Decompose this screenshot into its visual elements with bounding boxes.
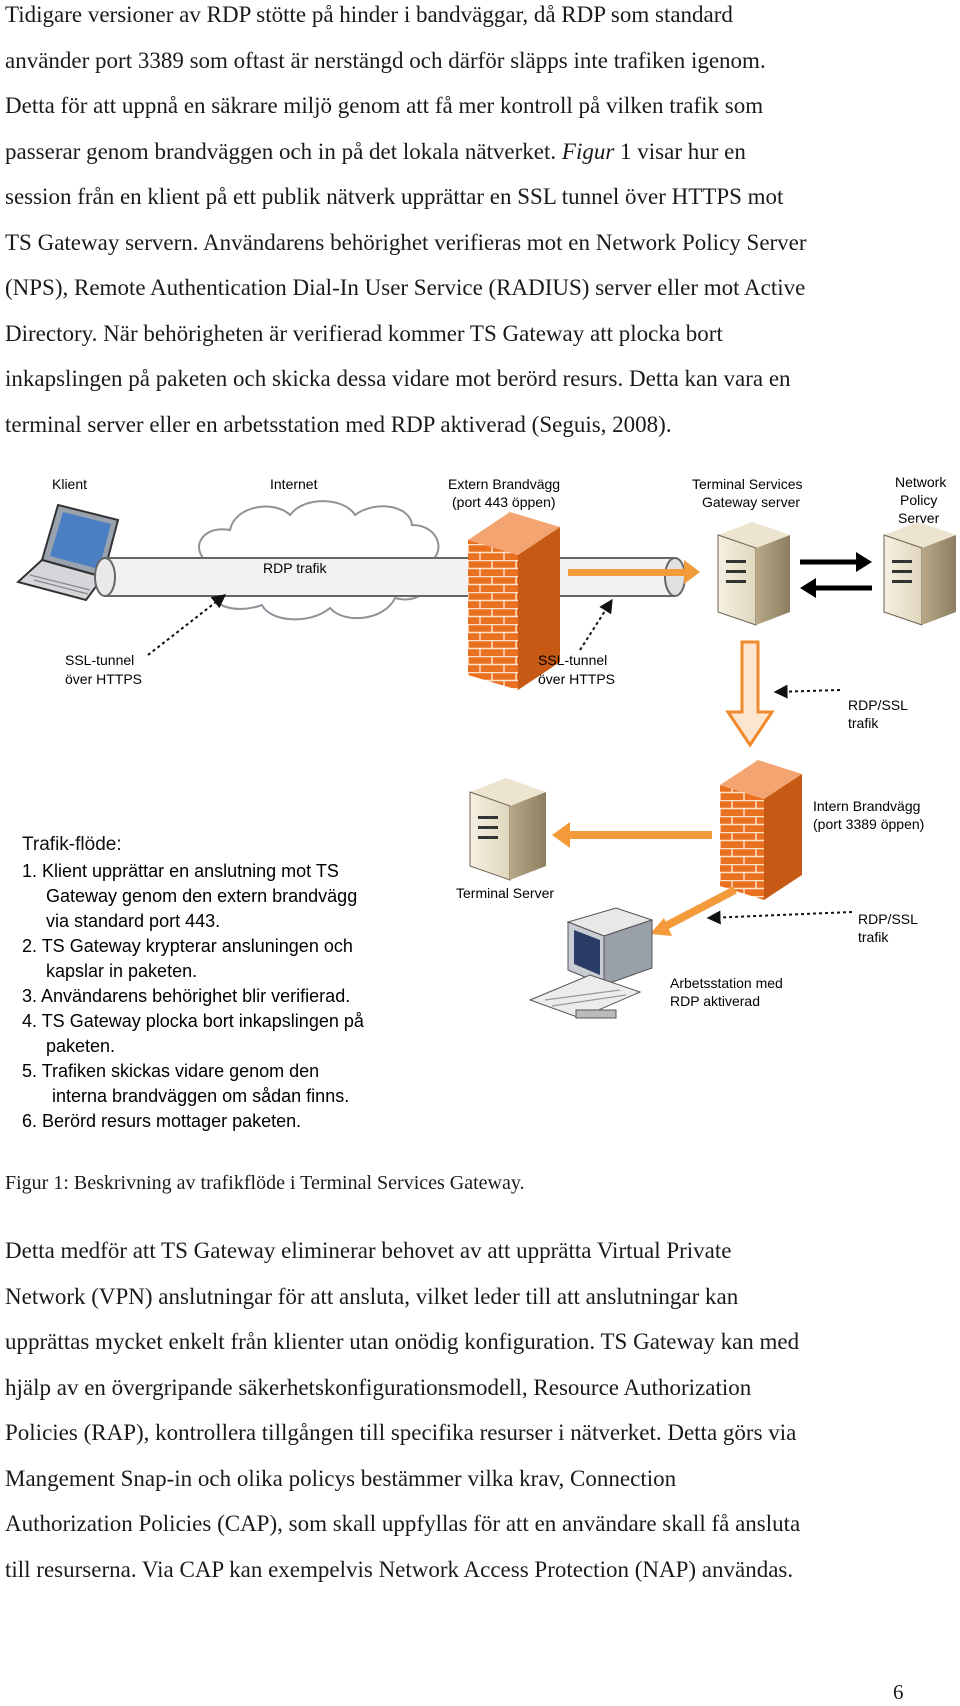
network-diagram: Klient Internet Extern Brandvägg (port 4… [15,474,956,1131]
internal-firewall-port-label: (port 3389 öppen) [813,816,924,832]
figure-reference: Figur [561,138,615,164]
nps-server-icon [883,522,956,626]
internet-label: Internet [270,476,318,492]
paragraph-body: Detta medför att TS Gateway eliminerar b… [5,1228,925,1592]
ssl-tunnel-label-2b: över HTTPS [538,671,615,687]
flow-line: 6. Berörd resurs mottager paketen. [22,1111,301,1131]
terminal-server-label: Terminal Server [456,885,554,901]
text-line: inkapslingen på paketen och skicka dessa… [5,366,791,391]
external-firewall-icon [468,512,560,690]
rdp-ssl-label-2b: trafik [858,929,889,945]
internal-firewall-label: Intern Brandvägg [813,798,920,814]
flow-line: Gateway genom den extern brandvägg [46,886,357,906]
text-line: använder port 3389 som oftast är nerstän… [5,47,766,73]
client-label: Klient [52,476,87,492]
text-line: Detta medför att TS Gateway eliminerar b… [5,1238,732,1263]
figure-caption: Figur 1: Beskrivning av trafikflöde i Te… [5,1172,525,1194]
workstation-label: Arbetsstation med [670,975,783,991]
ssl-tunnel-label-1b: över HTTPS [65,671,142,687]
text-fragment: 1 visar hur en [614,138,746,164]
server-exchange-arrows-icon [800,552,872,598]
text-line: TS Gateway servern. Användarens behörigh… [5,229,807,255]
flow-line: 1. Klient upprättar en anslutning mot TS [22,861,339,881]
flow-line: 2. TS Gateway krypterar ansluningen och [22,936,353,956]
nps-label: Network [895,474,947,490]
rdp-ssl-label-1b: trafik [848,715,879,731]
ssl-tunnel-label-1: SSL-tunnel [65,652,134,668]
rdp-ssl-label-1: RDP/SSL [848,697,908,713]
internal-firewall-icon [720,760,802,900]
ts-gateway-server-icon [717,522,790,626]
rdp-tunnel-icon [94,557,686,597]
text-line: Directory. När behörigheten är verifiera… [5,320,723,346]
flow-line: paketen. [46,1036,115,1056]
workstation-label-2: RDP aktiverad [670,993,760,1009]
page-number: 6 [893,1680,904,1704]
flow-line: 4. TS Gateway plocka bort inkapslingen p… [22,1011,365,1031]
text-line: passerar genom brandväggen och in på det… [5,129,925,175]
ssl-pointer-1 [147,594,227,656]
flow-line: 3. Användarens behörighet blir verifiera… [22,986,350,1006]
text-line: upprättas mycket enkelt från klienter ut… [5,1329,800,1354]
ts-gateway-label: Terminal Services [692,476,802,492]
external-firewall-label: Extern Brandvägg [448,476,560,492]
external-firewall-port-label: (port 443 öppen) [452,494,556,510]
text-line: Network (VPN) anslutningar för att anslu… [5,1283,739,1309]
rdp-traffic-label: RDP trafik [263,560,328,576]
text-line: Detta för att uppnå en säkrare miljö gen… [5,93,764,118]
text-line: (NPS), Remote Authentication Dial-In Use… [5,275,806,300]
flow-arrow-down-icon [725,640,775,748]
flow-arrow-to-workstation-icon [650,886,737,936]
flow-line: via standard port 443. [46,911,220,931]
rdp-ssl-pointer-1 [773,684,841,699]
flow-arrow-right-icon [568,560,700,584]
ssl-pointer-2 [579,598,613,651]
text-line: till resurserna. Via CAP kan exempelvis … [5,1556,794,1582]
rdp-ssl-label-2: RDP/SSL [858,911,918,927]
text-fragment: passerar genom brandväggen och in på det… [5,138,557,164]
text-line: Authorization Policies (CAP), som skall … [5,1511,801,1536]
ssl-tunnel-label-2: SSL-tunnel [538,652,607,668]
laptop-icon [15,503,120,602]
terminal-server-icon [469,778,546,881]
text-line: session från en klient på ett publik nät… [5,184,784,209]
ts-gateway-label-2: Gateway server [702,494,800,510]
workstation-icon [528,907,654,1019]
text-line: terminal server eller en arbetsstation m… [5,411,672,437]
flow-arrow-to-terminal-icon [552,822,712,848]
nps-label-3: Server [898,510,940,526]
text-line: Mangement Snap-in och olika policys best… [5,1465,677,1491]
flow-line: interna brandväggen om sådan finns. [52,1086,349,1106]
rdp-ssl-pointer-2 [706,910,853,925]
nps-label-2: Policy [900,492,937,508]
paragraph-intro: Tidigare versioner av RDP stötte på hind… [5,0,925,447]
text-line: hjälp av en övergripande säkerhetskonfig… [5,1374,752,1400]
text-line: Tidigare versioner av RDP stötte på hind… [5,2,733,27]
flow-line: kapslar in paketen. [46,961,197,981]
text-line: Policies (RAP), kontrollera tillgången t… [5,1420,797,1445]
flow-title: Trafik-flöde: [22,834,122,855]
flow-line: 5. Trafiken skickas vidare genom den [22,1061,319,1081]
